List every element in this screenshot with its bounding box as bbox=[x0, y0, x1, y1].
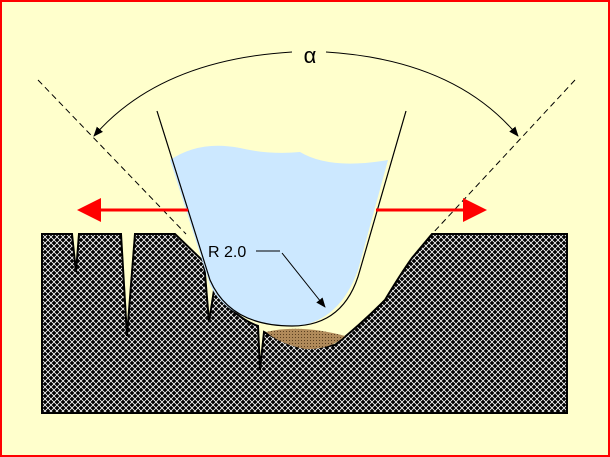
residue-deposit bbox=[266, 328, 345, 350]
radius-arrow bbox=[281, 252, 326, 308]
angle-label: α bbox=[304, 43, 317, 68]
grinding-wheel-liquid bbox=[170, 145, 388, 326]
angle-line-right bbox=[431, 79, 576, 235]
angle-arc bbox=[325, 51, 519, 137]
angle-arc bbox=[93, 51, 293, 137]
radius-label: R 2.0 bbox=[208, 244, 246, 261]
angle-line-left bbox=[37, 79, 187, 235]
grinding-wheel-outline bbox=[156, 110, 407, 327]
